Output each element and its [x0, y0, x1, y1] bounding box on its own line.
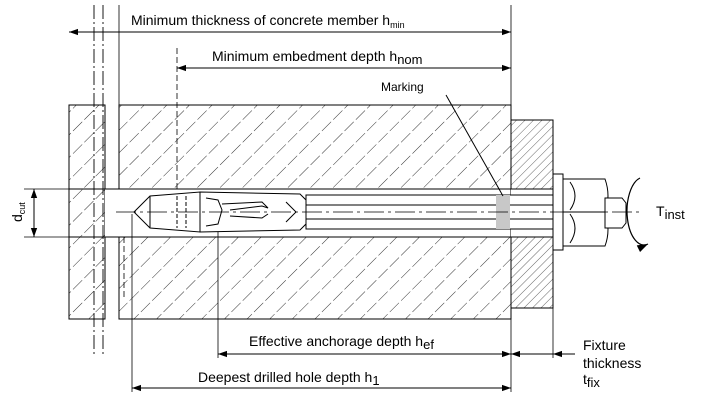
extension-lines — [24, 5, 554, 392]
dimension-lines — [30, 28, 575, 392]
bolt-end — [604, 197, 627, 229]
label-fixture-line2: thickness — [583, 355, 641, 371]
label-min-embedment: Minimum embedment depth hnom — [212, 48, 423, 67]
torque-arrow — [626, 177, 649, 253]
concrete-left-part — [68, 104, 106, 320]
label-tinst: Tinst — [656, 203, 685, 222]
label-fixture-t: tfix — [583, 371, 600, 390]
marking-leader — [445, 94, 504, 197]
label-marking: Marking — [381, 80, 424, 94]
label-deepest-hole: Deepest drilled hole depth h1 — [198, 369, 380, 388]
label-fixture-line1: Fixture — [583, 337, 626, 353]
label-dcut: dcut — [9, 202, 27, 222]
label-effective-depth: Effective anchorage depth hef — [249, 333, 434, 352]
label-min-thickness: Minimum thickness of concrete member hmi… — [131, 12, 405, 30]
